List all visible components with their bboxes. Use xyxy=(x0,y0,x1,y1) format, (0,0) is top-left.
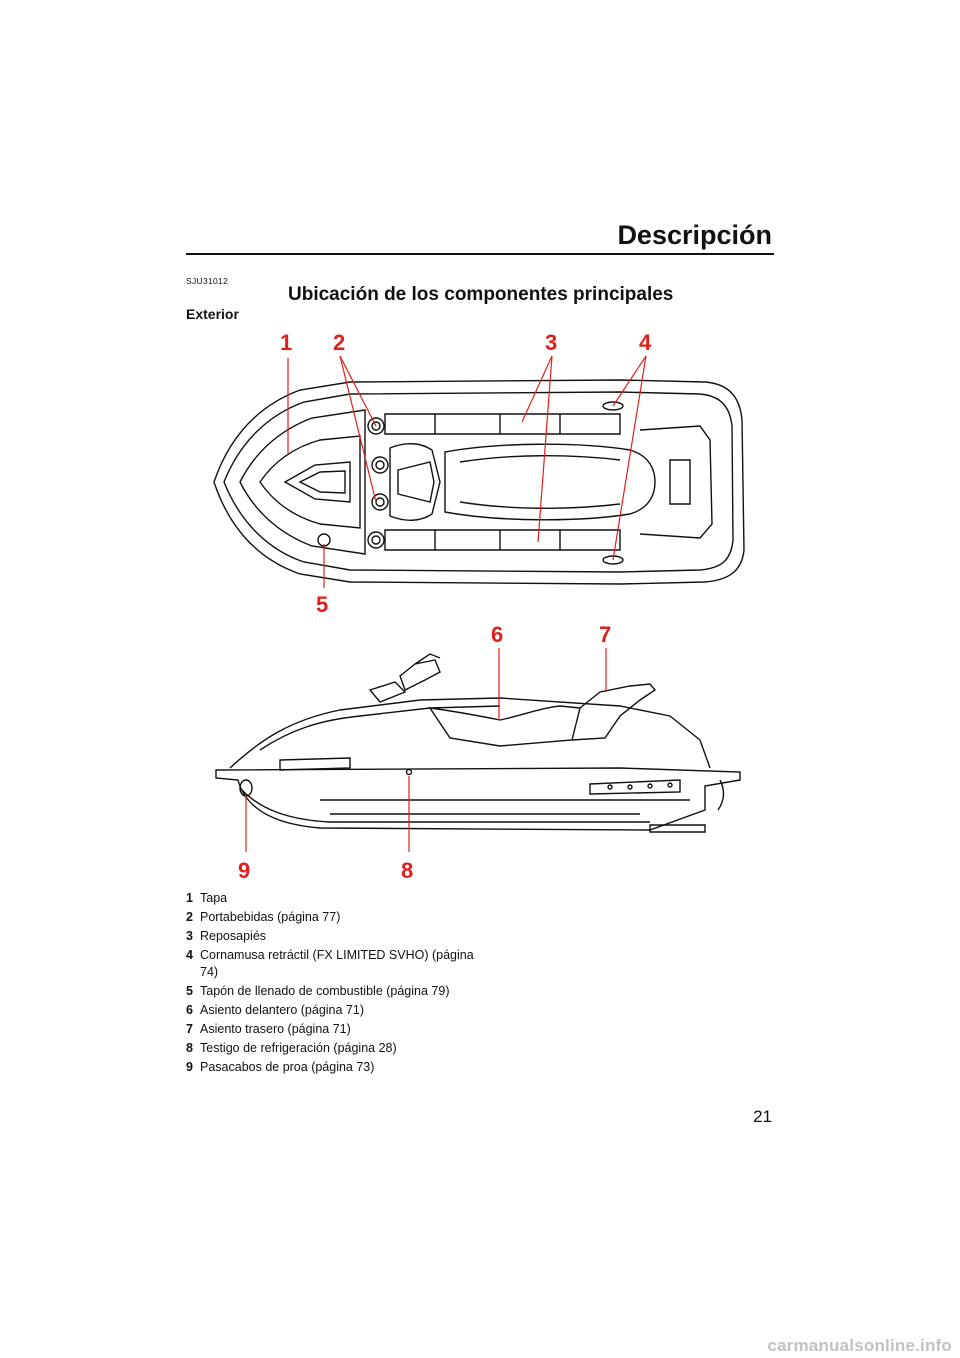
side-view-illustration: 6 7 8 9 xyxy=(215,622,741,883)
callout-8: 8 xyxy=(401,858,413,883)
callout-6: 6 xyxy=(491,622,503,647)
top-view-illustration: 1 2 3 4 5 xyxy=(213,330,745,617)
callout-1: 1 xyxy=(280,330,292,355)
page-heading: Ubicación de los componentes principales xyxy=(288,284,674,305)
subheading: Exterior xyxy=(186,306,239,322)
callout-3: 3 xyxy=(545,330,557,355)
callout-7: 7 xyxy=(599,622,611,647)
reference-code: SJU31012 xyxy=(186,276,229,286)
callout-9: 9 xyxy=(238,858,250,883)
header-rule xyxy=(186,253,774,255)
section-title: Descripción xyxy=(617,220,772,250)
watermark: carmanualsonline.info xyxy=(767,1336,952,1355)
callout-5: 5 xyxy=(316,592,328,617)
callout-4: 4 xyxy=(639,330,652,355)
page-number: 21 xyxy=(753,1107,772,1126)
callout-2: 2 xyxy=(333,330,345,355)
